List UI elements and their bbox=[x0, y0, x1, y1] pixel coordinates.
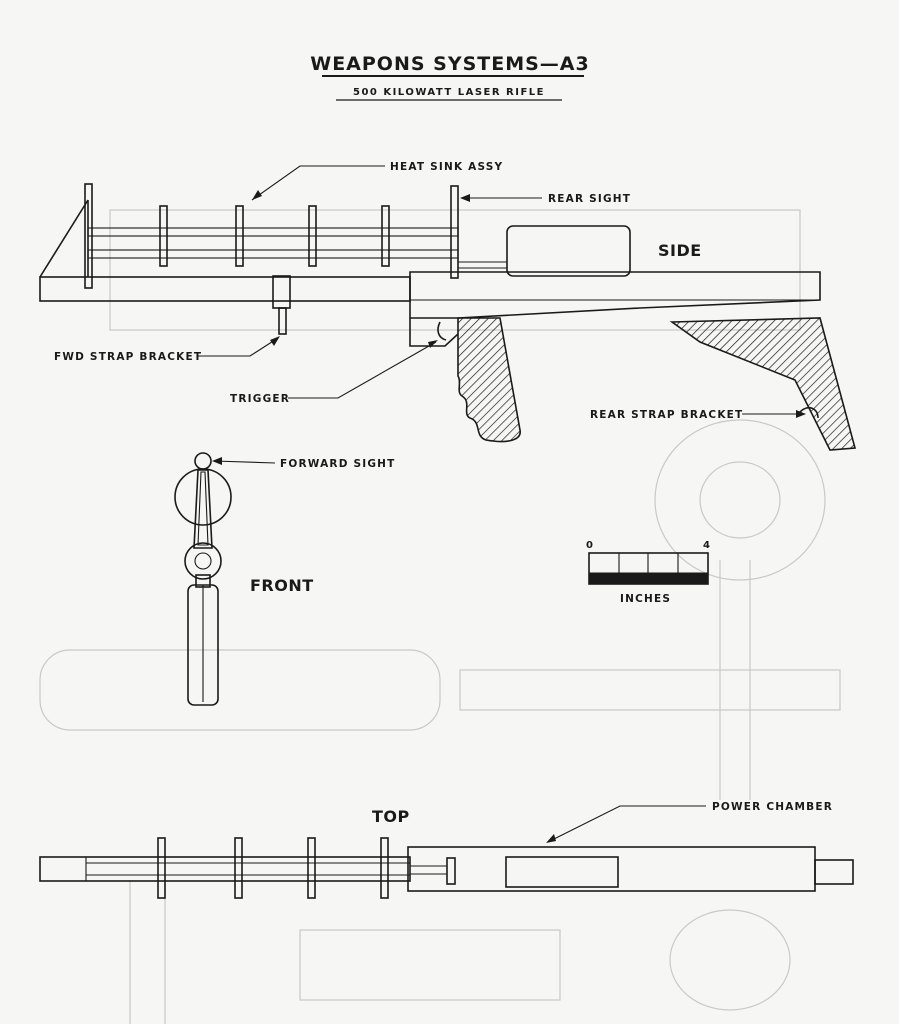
rear-sight-callout: REAR SIGHT bbox=[548, 193, 631, 205]
top-view bbox=[39, 837, 854, 899]
heat-sink-fins bbox=[84, 183, 459, 289]
top-view-label: TOP bbox=[372, 807, 410, 826]
front-view-label: FRONT bbox=[250, 576, 314, 595]
rifle-stock bbox=[669, 317, 857, 451]
page-subtitle: 500 KILOWATT LASER RIFLE bbox=[353, 87, 545, 98]
scale-min: 0 bbox=[586, 540, 593, 551]
forward-sight-callout: FORWARD SIGHT bbox=[280, 458, 396, 470]
rear-strap-callout: REAR STRAP BRACKET bbox=[590, 409, 743, 421]
heat-sink-callout: HEAT SINK ASSY bbox=[390, 161, 503, 173]
ghost-bleed-through bbox=[39, 209, 841, 1024]
fwd-strap-callout: FWD STRAP BRACKET bbox=[54, 351, 202, 363]
page-title: WEAPONS SYSTEMS—A3 bbox=[310, 53, 590, 75]
power-chamber-callout: POWER CHAMBER bbox=[712, 801, 833, 813]
side-view bbox=[39, 183, 857, 451]
pistol-grip bbox=[457, 317, 521, 443]
scale-bar bbox=[588, 552, 709, 585]
front-view bbox=[174, 452, 232, 706]
trigger-callout: TRIGGER bbox=[230, 393, 290, 405]
scale-max: 4 bbox=[703, 540, 710, 551]
scale-unit: INCHES bbox=[620, 593, 671, 605]
side-view-label: SIDE bbox=[658, 241, 702, 260]
